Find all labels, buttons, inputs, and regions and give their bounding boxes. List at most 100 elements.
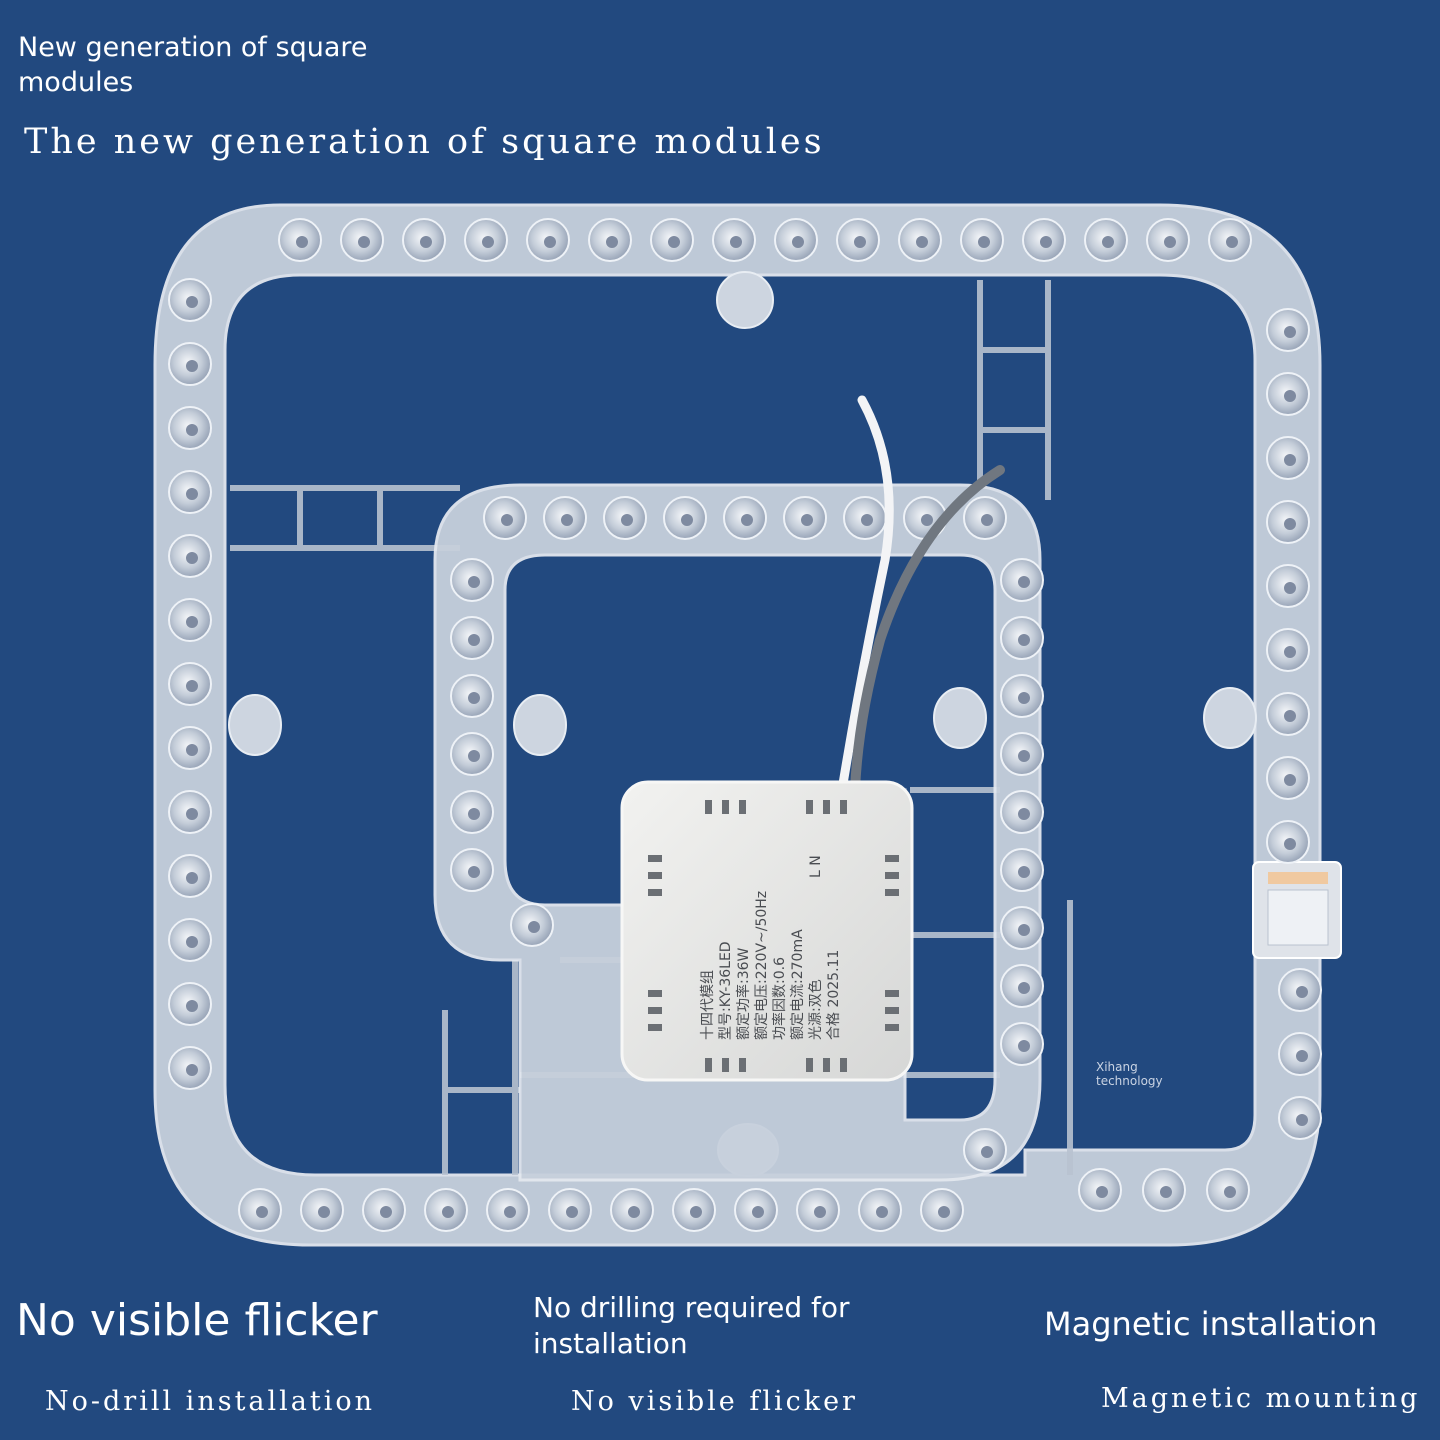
led-chip bbox=[468, 866, 480, 878]
led-chip bbox=[186, 1000, 198, 1012]
led-chip bbox=[1284, 454, 1296, 466]
led-chip bbox=[1296, 1050, 1308, 1062]
led-chip bbox=[186, 424, 198, 436]
led-chip bbox=[1284, 710, 1296, 722]
led-chip bbox=[482, 236, 494, 248]
driver-label-line4: 额定电压:220V~/50Hz bbox=[754, 891, 770, 1040]
led-chip bbox=[916, 236, 928, 248]
led-chip bbox=[186, 616, 198, 628]
led-chip bbox=[186, 1064, 198, 1076]
feature-2-subtitle: No visible flicker bbox=[571, 1386, 858, 1417]
led-chip bbox=[1164, 236, 1176, 248]
led-chip bbox=[1284, 582, 1296, 594]
led-chip bbox=[1284, 774, 1296, 786]
led-chip bbox=[606, 236, 618, 248]
product-heading: New generation of square modules bbox=[18, 32, 368, 98]
led-chip bbox=[621, 514, 633, 526]
led-chip bbox=[1018, 924, 1030, 936]
led-chip bbox=[380, 1206, 392, 1218]
led-lens-group bbox=[168, 218, 1322, 1232]
led-chip bbox=[468, 750, 480, 762]
led-chip bbox=[186, 808, 198, 820]
driver-label-line7: 光源:双色 bbox=[807, 979, 824, 1040]
led-chip bbox=[561, 514, 573, 526]
led-chip bbox=[1018, 576, 1030, 588]
led-chip bbox=[501, 514, 513, 526]
led-chip bbox=[186, 680, 198, 692]
product-subheading: The new generation of square modules bbox=[24, 122, 825, 162]
led-chip bbox=[1040, 236, 1052, 248]
led-chip bbox=[186, 360, 198, 372]
led-chip bbox=[854, 236, 866, 248]
led-chip bbox=[1284, 518, 1296, 530]
led-chip bbox=[1284, 838, 1296, 850]
driver-label-line8: 合格 2025.11 bbox=[826, 950, 842, 1040]
led-chip bbox=[468, 634, 480, 646]
led-chip bbox=[938, 1206, 950, 1218]
led-chip bbox=[801, 514, 813, 526]
driver-box: 十四代模组 型号:KY-36LED 额定功率:36W 额定电压:220V~/50… bbox=[620, 780, 914, 1082]
led-chip bbox=[1018, 634, 1030, 646]
led-chip bbox=[1102, 236, 1114, 248]
feature-1-title: No visible flicker bbox=[16, 1295, 378, 1346]
led-chip bbox=[668, 236, 680, 248]
led-chip bbox=[1018, 1040, 1030, 1052]
led-chip bbox=[504, 1206, 516, 1218]
feature-2-title: No drilling required for installation bbox=[533, 1291, 850, 1360]
led-chip bbox=[358, 236, 370, 248]
led-chip bbox=[921, 514, 933, 526]
led-chip bbox=[876, 1206, 888, 1218]
power-wires bbox=[837, 395, 1005, 795]
led-chip bbox=[186, 744, 198, 756]
led-chip bbox=[1018, 692, 1030, 704]
feature-1-subtitle: No-drill installation bbox=[45, 1386, 376, 1417]
feature-3-title: Magnetic installation bbox=[1044, 1305, 1378, 1343]
driver-terminal-mark: L N bbox=[808, 855, 824, 878]
led-chip bbox=[1284, 390, 1296, 402]
driver-label-line2: 型号:KY-36LED bbox=[718, 941, 734, 1040]
led-chip bbox=[468, 692, 480, 704]
led-chip bbox=[1224, 1186, 1236, 1198]
led-chip bbox=[1018, 982, 1030, 994]
led-chip bbox=[752, 1206, 764, 1218]
driver-label-line5: 功率因数:0.6 bbox=[771, 957, 788, 1040]
driver-label-line3: 额定功率:36W bbox=[735, 947, 752, 1040]
driver-label-line1: 十四代模组 bbox=[700, 970, 716, 1040]
led-chip bbox=[566, 1206, 578, 1218]
led-chip bbox=[1284, 326, 1296, 338]
led-chip bbox=[730, 236, 742, 248]
feature-3-subtitle: Magnetic mounting bbox=[1101, 1383, 1421, 1414]
led-chip bbox=[528, 921, 540, 933]
led-chip bbox=[792, 236, 804, 248]
led-chip bbox=[1018, 866, 1030, 878]
led-chip bbox=[814, 1206, 826, 1218]
led-chip bbox=[186, 488, 198, 500]
led-chip bbox=[690, 1206, 702, 1218]
led-chip bbox=[1296, 1114, 1308, 1126]
driver-label-line6: 额定电流:270mA bbox=[790, 929, 806, 1040]
led-chip bbox=[741, 514, 753, 526]
led-chip bbox=[981, 514, 993, 526]
led-chip bbox=[186, 552, 198, 564]
led-chip bbox=[1018, 808, 1030, 820]
led-chip bbox=[861, 514, 873, 526]
led-chip bbox=[1284, 646, 1296, 658]
led-chip bbox=[442, 1206, 454, 1218]
watermark-text: Xihang technology bbox=[1096, 1060, 1163, 1088]
led-chip bbox=[296, 236, 308, 248]
led-chip bbox=[544, 236, 556, 248]
led-chip bbox=[1096, 1186, 1108, 1198]
led-chip bbox=[1160, 1186, 1172, 1198]
led-chip bbox=[1018, 750, 1030, 762]
led-chip bbox=[186, 296, 198, 308]
led-chip bbox=[1226, 236, 1238, 248]
led-chip bbox=[1296, 986, 1308, 998]
led-chip bbox=[468, 576, 480, 588]
led-chip bbox=[186, 872, 198, 884]
led-chip bbox=[186, 936, 198, 948]
led-chip bbox=[256, 1206, 268, 1218]
led-chip bbox=[978, 236, 990, 248]
led-chip bbox=[420, 236, 432, 248]
led-chip bbox=[681, 514, 693, 526]
